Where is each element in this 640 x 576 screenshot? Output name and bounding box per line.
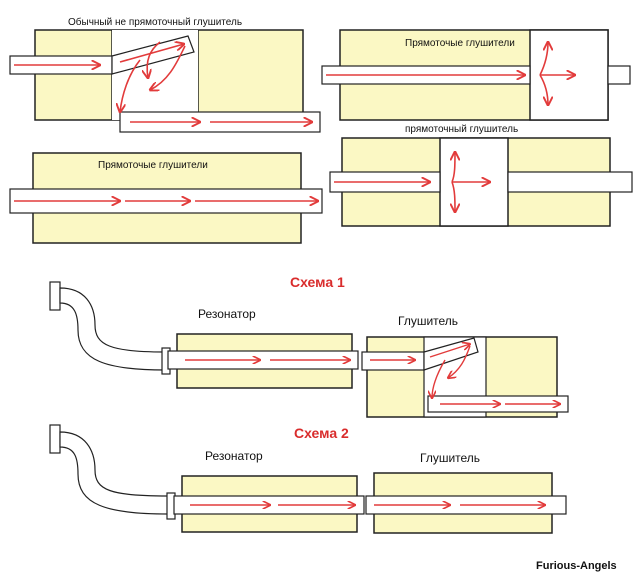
scheme-1-muffler-label: Глушитель [398, 314, 458, 328]
scheme-1-title: Схема 1 [290, 274, 345, 290]
watermark: Furious-Angels [536, 560, 617, 572]
label-straight-mufflers-left: Прямоточые глушители [98, 160, 208, 171]
flow-arrows [334, 152, 490, 212]
exhaust-flange [49, 424, 61, 454]
flow-arrows [14, 42, 312, 122]
scheme-1-resonator-label: Резонатор [198, 307, 256, 321]
panel-straight-muffler-chamber: прямоточный глушитель [329, 124, 633, 227]
flow-arrows [326, 42, 575, 105]
label-non-straight-muffler: Обычный не прямоточный глушитель [68, 16, 242, 28]
outlet-pipe [607, 65, 631, 85]
downpipe [59, 287, 166, 371]
exhaust-flange [49, 281, 61, 311]
downpipe [59, 431, 169, 515]
resonator-pipe [167, 350, 359, 370]
angled-pipe [111, 35, 195, 75]
label-straight-muffler-small: прямоточный глушитель [405, 124, 518, 135]
label-straight-mufflers-top: Прямоточые глушители [405, 38, 515, 49]
muffler-inlet [361, 351, 425, 371]
flow-arrows [185, 344, 560, 404]
scheme-2: Схема 2 Резонатор Глушитель [49, 424, 567, 534]
panel-straight-muffler-left: Прямоточые глушители [9, 152, 323, 244]
outlet-pipe [507, 171, 633, 193]
scheme-2-title: Схема 2 [294, 425, 349, 441]
scheme-1: Схема 1 Резонатор Глушитель [49, 274, 569, 418]
panel-straight-muffler-top-right: Прямоточые глушители [321, 29, 631, 121]
scheme-2-resonator-label: Резонатор [205, 449, 263, 463]
panel-non-straight-muffler: Обычный не прямоточный глушитель [9, 16, 321, 133]
scheme-2-muffler-label: Глушитель [420, 451, 480, 465]
